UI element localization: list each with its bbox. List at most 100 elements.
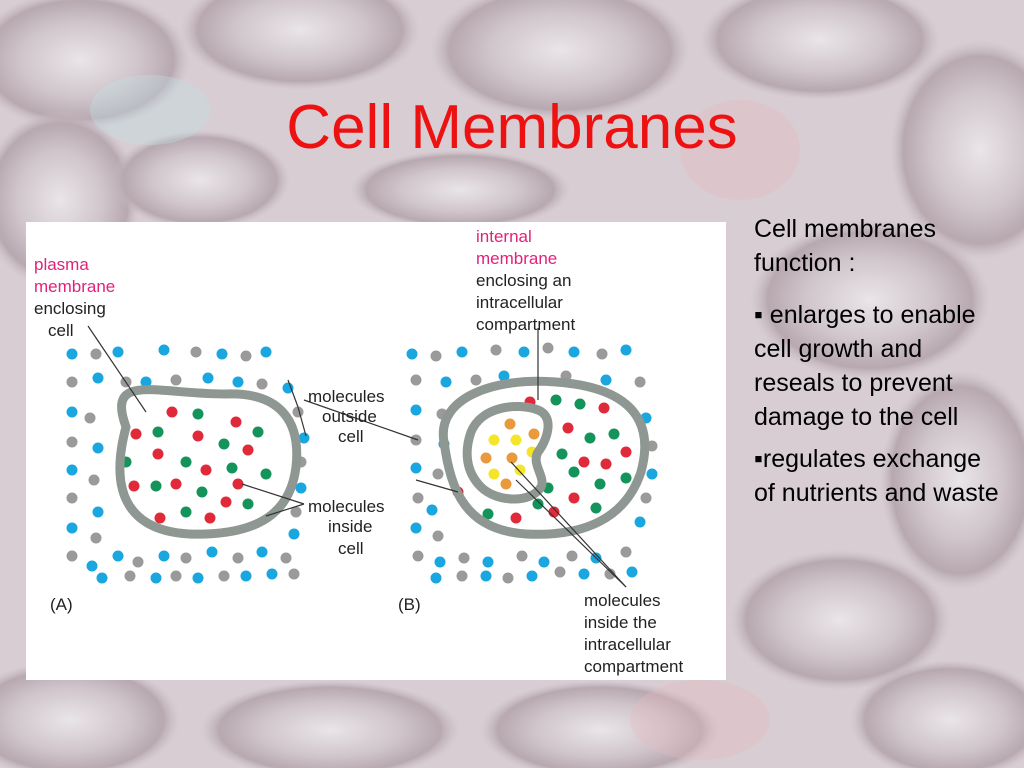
outside-molecule-a <box>66 522 78 534</box>
compartment-molecule <box>488 468 500 480</box>
outside-molecule-a <box>66 348 78 360</box>
outside-molecule-b <box>412 492 424 504</box>
inside-molecule-b <box>620 472 632 484</box>
internal-membrane-b <box>462 402 553 504</box>
outside-molecule-a <box>298 432 310 444</box>
compartment-label-1: enclosing an <box>476 271 571 290</box>
intracellular-label-3: intracellular <box>584 635 671 654</box>
inside-molecule-a <box>260 468 272 480</box>
outside-molecule-b <box>480 570 492 582</box>
outside-molecule-a <box>170 570 182 582</box>
outside-molecule-a <box>66 406 78 418</box>
outside-molecule-b <box>410 374 422 386</box>
outside-molecule-b <box>440 376 452 388</box>
inside-molecule-a <box>150 480 162 492</box>
inside-molecule-b <box>574 398 586 410</box>
inside-molecule-b <box>620 446 632 458</box>
enclosing-label-1: enclosing <box>34 299 106 318</box>
outside-molecule-a <box>288 568 300 580</box>
inside-molecule-a <box>220 496 232 508</box>
inside-molecule-b <box>556 448 568 460</box>
plasma-membrane-b <box>438 376 650 539</box>
bullet-2: ▪regulates exchange of nutrients and was… <box>754 445 999 507</box>
outside-molecule-a <box>96 572 108 584</box>
outside-molecule-b <box>432 530 444 542</box>
inside-molecule-a <box>218 438 230 450</box>
outside-molecule-b <box>502 572 514 584</box>
outside-molecule-b <box>526 570 538 582</box>
outside-molecule-b <box>434 556 446 568</box>
inside-molecule-b <box>532 498 544 510</box>
outside-molecule-a <box>232 376 244 388</box>
inside-label-2: inside <box>328 517 372 536</box>
outside-molecule-b <box>596 348 608 360</box>
intracellular-label-2: inside the <box>584 613 657 632</box>
outside-molecule-a <box>90 348 102 360</box>
inside-molecule-a <box>192 408 204 420</box>
outside-molecule-a <box>260 346 272 358</box>
inside-molecule-b <box>510 512 522 524</box>
outside-molecule-a <box>158 344 170 356</box>
outside-molecule-a <box>66 492 78 504</box>
intracellular-label-4: compartment <box>584 657 683 676</box>
outside-molecule-b <box>470 374 482 386</box>
outside-molecule-a <box>290 506 302 518</box>
membrane-figure: plasma membrane enclosing cell molecules… <box>26 222 726 680</box>
outside-molecule-b <box>626 566 638 578</box>
outside-label-3: cell <box>338 427 364 446</box>
outside-molecule-b <box>600 374 612 386</box>
compartment-molecule <box>528 428 540 440</box>
outside-molecule-a <box>216 348 228 360</box>
membrane-diagram: plasma membrane enclosing cell molecules… <box>34 227 683 676</box>
inside-molecule-b <box>568 492 580 504</box>
internal-label-2: membrane <box>476 249 557 268</box>
outside-molecule-b <box>566 550 578 562</box>
outside-molecule-b <box>554 566 566 578</box>
inside-molecule-a <box>204 512 216 524</box>
outside-molecule-b <box>430 350 442 362</box>
outside-molecule-b <box>456 570 468 582</box>
slide-title: Cell Membranes <box>286 93 738 162</box>
outside-molecule-b <box>410 522 422 534</box>
inside-molecule-b <box>578 456 590 468</box>
outside-molecule-b <box>432 468 444 480</box>
inside-molecule-a <box>252 426 264 438</box>
inside-molecule-a <box>152 448 164 460</box>
outside-molecule-a <box>240 350 252 362</box>
outside-molecule-a <box>84 412 96 424</box>
outside-molecule-b <box>640 492 652 504</box>
inside-molecule-a <box>226 462 238 474</box>
outside-molecule-a <box>86 560 98 572</box>
outside-molecule-a <box>112 346 124 358</box>
inside-molecule-a <box>192 430 204 442</box>
outside-molecule-a <box>92 372 104 384</box>
outside-molecule-b <box>568 346 580 358</box>
outside-label-2: outside <box>322 407 377 426</box>
inside-molecule-a <box>232 478 244 490</box>
inside-molecule-b <box>568 466 580 478</box>
inside-molecule-b <box>550 394 562 406</box>
outside-molecule-a <box>266 568 278 580</box>
outside-molecule-a <box>150 572 162 584</box>
outside-molecule-a <box>190 346 202 358</box>
outside-molecule-a <box>158 550 170 562</box>
outside-molecule-b <box>490 344 502 356</box>
inside-molecule-a <box>170 478 182 490</box>
side-text: Cell membranes function : ▪ enlarges to … <box>754 212 1004 510</box>
compartment-molecule <box>504 418 516 430</box>
compartment-molecule <box>510 434 522 446</box>
outside-molecule-b <box>426 504 438 516</box>
outside-molecule-b <box>482 556 494 568</box>
outside-molecule-b <box>456 346 468 358</box>
outside-molecule-b <box>604 568 616 580</box>
outside-molecule-a <box>92 506 104 518</box>
panel-b-letter: (B) <box>398 595 421 614</box>
outside-molecule-a <box>90 532 102 544</box>
inside-label-3: cell <box>338 539 364 558</box>
outside-molecule-a <box>192 572 204 584</box>
outside-molecule-a <box>282 382 294 394</box>
plasma-membrane-a <box>115 385 302 539</box>
inside-molecule-a <box>152 426 164 438</box>
inside-molecule-a <box>166 406 178 418</box>
outside-molecule-b <box>406 348 418 360</box>
